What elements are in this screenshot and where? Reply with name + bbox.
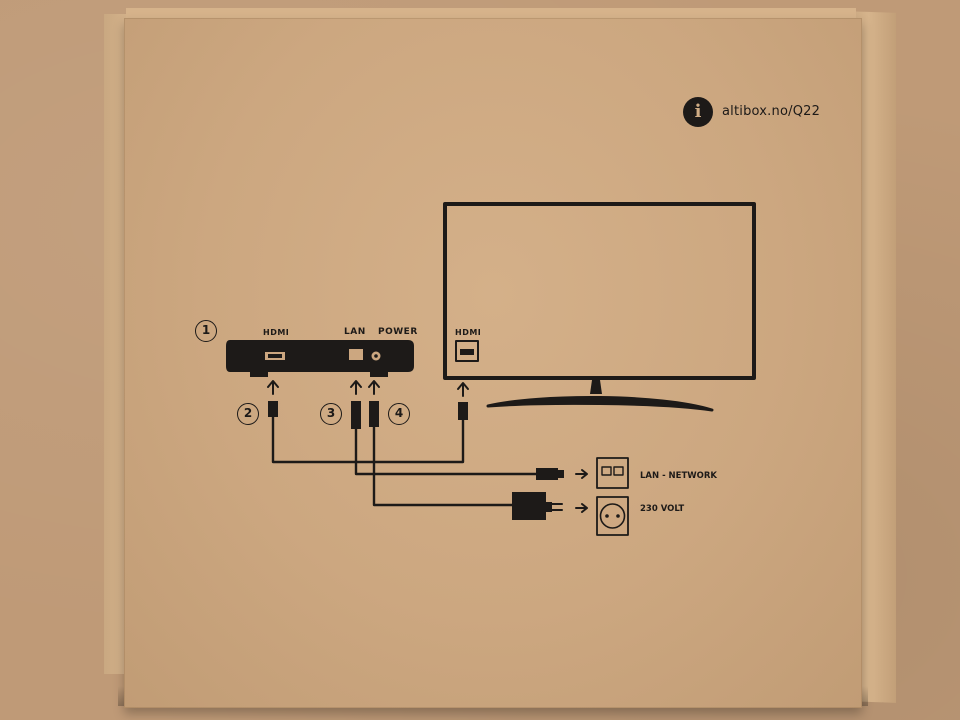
step-3-badge: 3 [320, 403, 342, 425]
power-adapter-icon [512, 492, 563, 520]
voltage-label: 230 VOLT [640, 504, 685, 514]
lan-port-label: LAN [344, 327, 366, 337]
lan-wall-socket-icon [596, 457, 629, 489]
set-top-box-icon [226, 340, 414, 377]
power-wall-socket-icon [596, 496, 629, 536]
cables [271, 415, 538, 507]
info-icon: i [683, 97, 713, 127]
info-url: altibox.no/Q22 [722, 104, 821, 119]
power-port-label: POWER [378, 327, 418, 337]
step-2-badge: 2 [237, 403, 259, 425]
arrows-up [267, 380, 469, 397]
cable-plugs [268, 401, 468, 429]
step-1-badge: 1 [195, 320, 217, 342]
lan-network-label: LAN - NETWORK [640, 471, 718, 481]
lan-plug-icon [536, 468, 564, 480]
tv-hdmi-label: HDMI [455, 328, 482, 337]
step-4-badge: 4 [388, 403, 410, 425]
arrows-right [575, 469, 588, 513]
hdmi-port-label: HDMI [263, 328, 290, 337]
tv-icon [443, 202, 756, 412]
